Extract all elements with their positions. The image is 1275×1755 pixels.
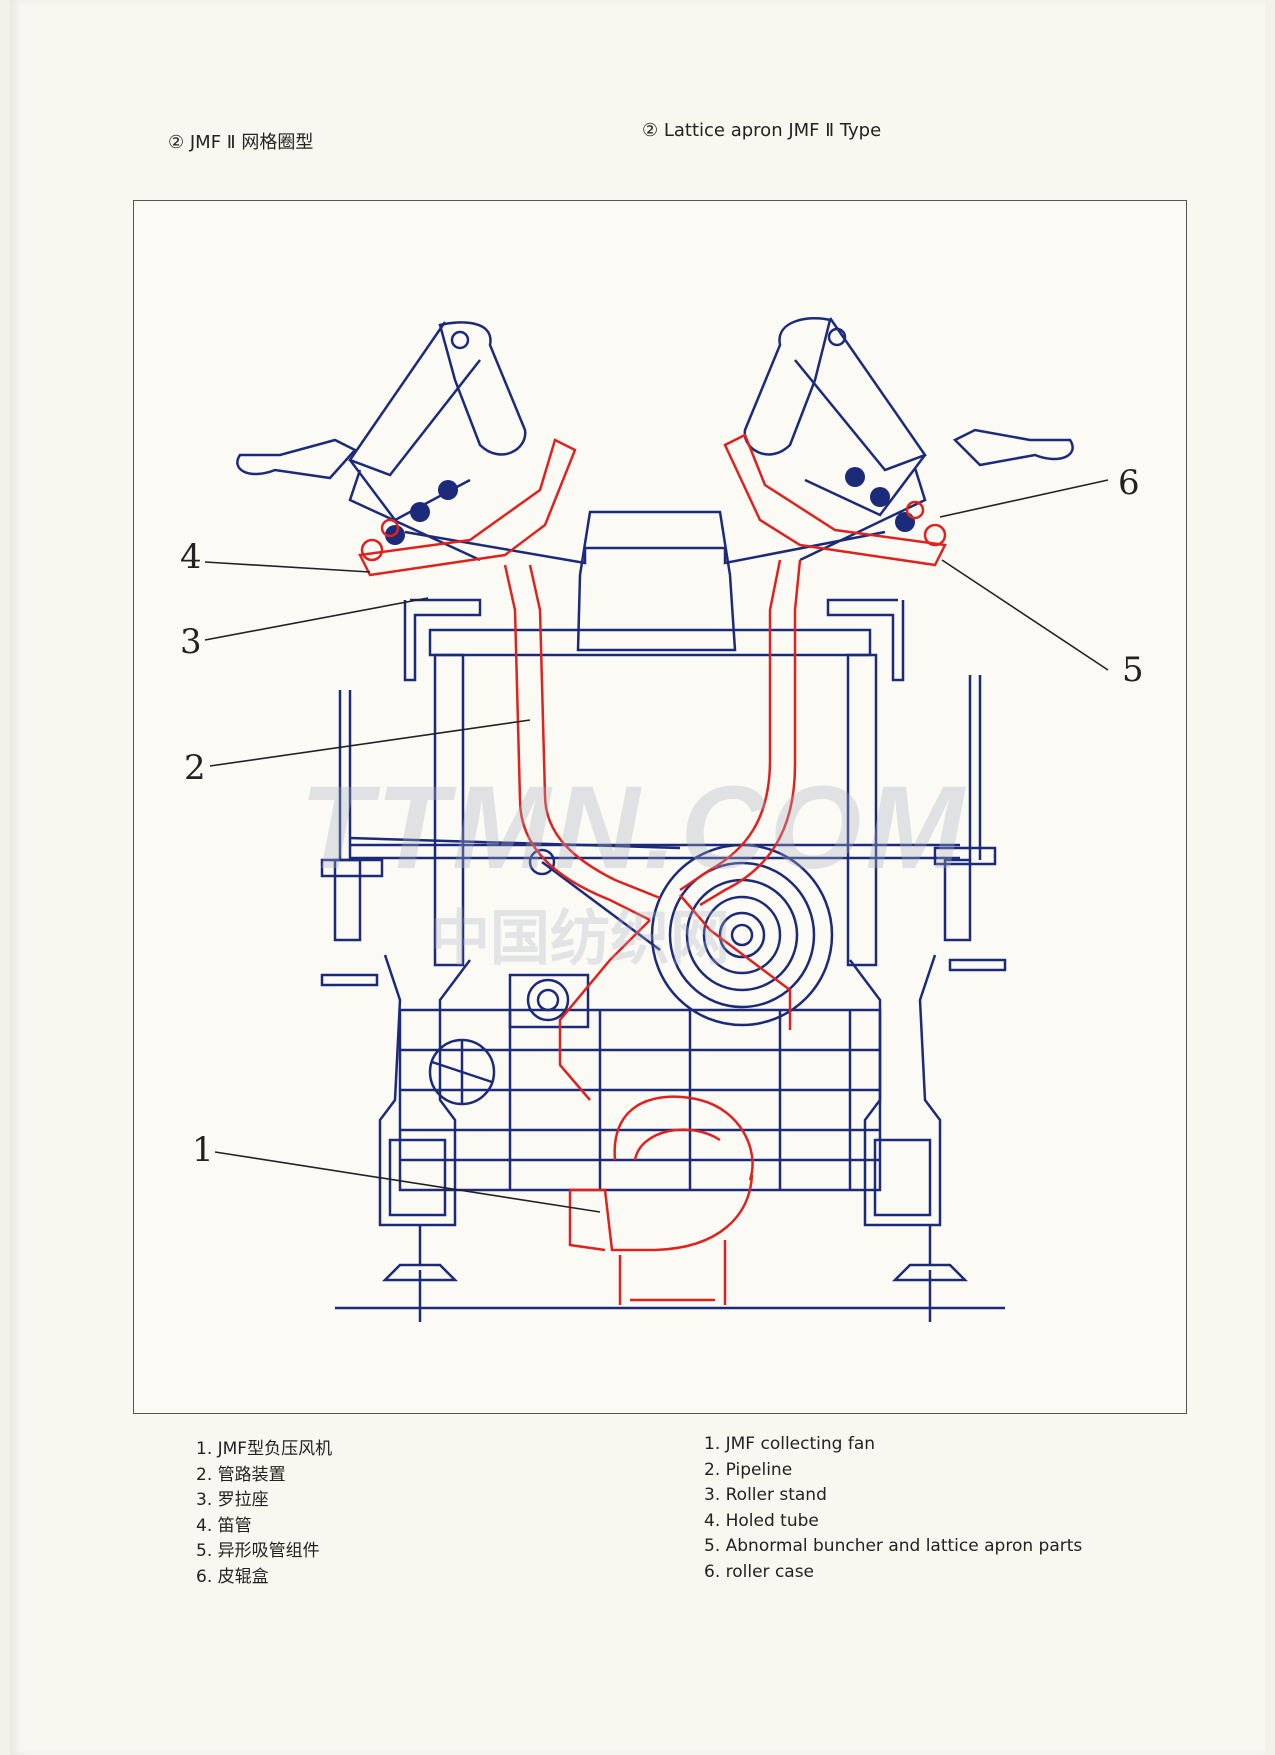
legend-cn-item: 4. 笛管	[196, 1515, 252, 1536]
roller-group	[385, 467, 915, 545]
callout-5: 5	[1122, 650, 1144, 690]
machine-frame	[236, 317, 1074, 1322]
callout-3: 3	[180, 622, 202, 662]
callout-6: 6	[1118, 463, 1140, 503]
callout-leaders	[204, 479, 1109, 1213]
legend-cn-item: 6. 皮辊盒	[196, 1566, 269, 1587]
legend-en-item: 4. Holed tube	[704, 1510, 819, 1531]
callout-4: 4	[180, 537, 202, 577]
figure-title-en: ② Lattice apron JMF Ⅱ Type	[642, 120, 882, 141]
legend-cn-item: 1. JMF型负压风机	[196, 1439, 333, 1459]
legend-en-item: 5. Abnormal buncher and lattice apron pa…	[704, 1536, 1083, 1556]
legend-cn-item: 5. 异形吸管组件	[196, 1541, 320, 1561]
legend-en-item: 3. Roller stand	[704, 1485, 827, 1505]
legend-cn-item: 3. 罗拉座	[196, 1490, 269, 1510]
watermark-latin: TTMN.COM	[300, 762, 968, 894]
diagram-frame	[133, 200, 1187, 1414]
pipeline-red	[358, 433, 947, 1305]
figure-title-cn: ② JMF Ⅱ 网格圈型	[168, 132, 314, 153]
legend-cn: 1. JMF型负压风机 2. 管路装置 3. 罗拉座 4. 笛管 5. 异形吸管…	[196, 1437, 332, 1590]
callout-2: 2	[184, 748, 206, 788]
legend-en-item: 6. roller case	[704, 1561, 815, 1582]
callout-1: 1	[192, 1130, 214, 1170]
legend-en-item: 1. JMF collecting fan	[704, 1434, 876, 1454]
legend-cn-item: 2. 管路装置	[196, 1464, 286, 1485]
legend-en: 1. JMF collecting fan 2. Pipeline 3. Rol…	[704, 1432, 1082, 1585]
watermark-cn: 中国纺织网	[430, 904, 730, 974]
legend-en-item: 2. Pipeline	[704, 1459, 793, 1480]
